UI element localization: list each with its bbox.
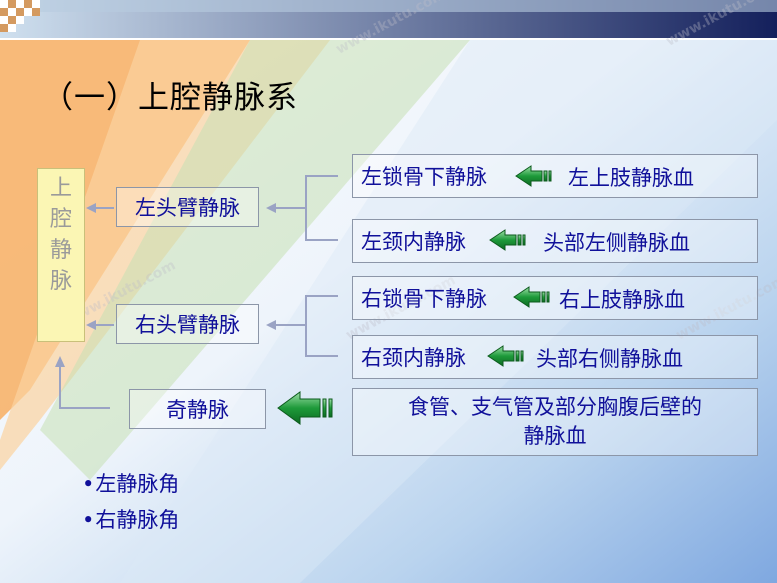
tributary-box: 左颈内静脉 bbox=[352, 219, 758, 263]
svc-char: 脉 bbox=[49, 269, 72, 294]
tributary-vein-label: 右锁骨下静脉 bbox=[361, 287, 487, 311]
list-item: 左静脉角 bbox=[82, 466, 179, 502]
arrow-left-icon bbox=[487, 345, 524, 367]
tributary-source-label: 头部右侧静脉血 bbox=[536, 347, 683, 371]
azygos-source-box: 食管、支气管及部分胸腹后壁的 静脉血 bbox=[352, 388, 758, 456]
tributary-box: 右锁骨下静脉 bbox=[352, 276, 758, 320]
tributary-source-label: 头部左侧静脉血 bbox=[543, 231, 690, 255]
arrow-left-icon bbox=[515, 165, 552, 187]
svc-char: 静 bbox=[49, 238, 72, 263]
azygos-box: 奇静脉 bbox=[129, 389, 266, 429]
arrow-left-icon bbox=[513, 286, 550, 308]
svc-char: 上 bbox=[49, 176, 72, 201]
svc-char: 腔 bbox=[49, 207, 72, 232]
azygos-label: 奇静脉 bbox=[166, 398, 229, 422]
left-brachiocephalic-label: 左头臂静脉 bbox=[135, 196, 240, 220]
list-item: 右静脉角 bbox=[82, 502, 179, 538]
tributary-box: 左锁骨下静脉 bbox=[352, 154, 758, 198]
azygos-source-line: 食管、支气管及部分胸腹后壁的 bbox=[408, 395, 702, 419]
tributary-source-label: 左上肢静脉血 bbox=[568, 166, 694, 190]
tributary-vein-label: 左锁骨下静脉 bbox=[361, 165, 487, 189]
arrow-left-icon bbox=[277, 391, 333, 425]
slide-title: （一）上腔静脉系 bbox=[42, 80, 298, 116]
tributary-box: 右颈内静脉 bbox=[352, 335, 758, 379]
vein-angle-list: 左静脉角 右静脉角 bbox=[82, 466, 179, 538]
tributary-source-label: 右上肢静脉血 bbox=[559, 288, 685, 312]
right-brachiocephalic-label: 右头臂静脉 bbox=[135, 313, 240, 337]
superior-vena-cava-box: 上 腔 静 脉 bbox=[37, 168, 85, 342]
arrow-left-icon bbox=[489, 229, 526, 251]
right-brachiocephalic-box: 右头臂静脉 bbox=[116, 304, 259, 344]
tributary-vein-label: 左颈内静脉 bbox=[361, 230, 466, 254]
azygos-source-line: 静脉血 bbox=[523, 424, 587, 448]
tributary-vein-label: 右颈内静脉 bbox=[361, 346, 466, 370]
left-brachiocephalic-box: 左头臂静脉 bbox=[116, 187, 259, 227]
